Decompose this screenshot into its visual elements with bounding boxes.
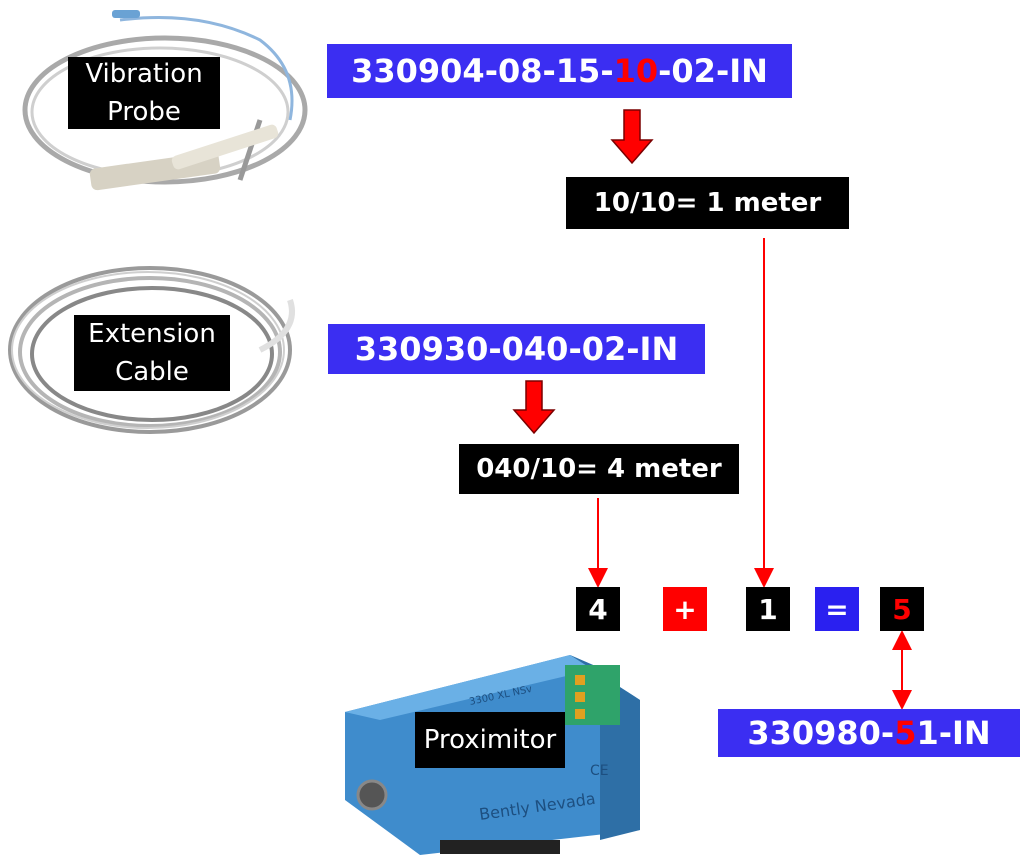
proximitor-label-text: Proximitor bbox=[423, 725, 557, 755]
equation-plus: + bbox=[663, 587, 707, 631]
vibration-probe-label: Vibration Probe bbox=[68, 57, 220, 129]
device-ce-text: CE bbox=[590, 763, 609, 779]
block-arrow-cable bbox=[512, 380, 556, 435]
probe-part-number: 330904-08-15-10-02-IN bbox=[327, 44, 792, 98]
prox-code-highlight: 5 bbox=[894, 714, 917, 752]
equation-a: 4 bbox=[588, 592, 608, 626]
proximitor-label: Proximitor bbox=[415, 712, 565, 768]
probe-code-highlight: 10 bbox=[613, 52, 659, 90]
prox-code-prefix: 330980- bbox=[747, 714, 895, 752]
equation-b: 1 bbox=[758, 592, 778, 626]
cable-length-calc: 040/10= 4 meter bbox=[459, 444, 739, 494]
equation-result: 5 bbox=[880, 587, 924, 631]
prox-code-suffix: 1-IN bbox=[916, 714, 991, 752]
cable-label-line1: Extension bbox=[88, 319, 216, 349]
cable-part-number: 330930-040-02-IN bbox=[328, 324, 705, 374]
equation-term-1: 1 bbox=[746, 587, 790, 631]
cable-calc-text: 040/10= 4 meter bbox=[476, 454, 722, 484]
block-arrow-probe bbox=[610, 109, 654, 165]
equation-equals-sign: = bbox=[825, 592, 849, 626]
probe-label-line2: Probe bbox=[107, 97, 181, 127]
equation-term-4: 4 bbox=[576, 587, 620, 631]
probe-code-prefix: 330904-08-15- bbox=[351, 52, 614, 90]
probe-calc-text: 10/10= 1 meter bbox=[593, 188, 822, 218]
cable-code-text: 330930-040-02-IN bbox=[354, 330, 679, 368]
cable-label-line2: Cable bbox=[115, 357, 189, 387]
probe-code-suffix: -02-IN bbox=[658, 52, 768, 90]
equation-result-value: 5 bbox=[892, 592, 912, 626]
equation-equals: = bbox=[815, 587, 859, 631]
probe-length-calc: 10/10= 1 meter bbox=[566, 177, 849, 229]
probe-label-line1: Vibration bbox=[85, 59, 203, 89]
equation-plus-sign: + bbox=[673, 592, 697, 626]
extension-cable-label: Extension Cable bbox=[74, 315, 230, 391]
